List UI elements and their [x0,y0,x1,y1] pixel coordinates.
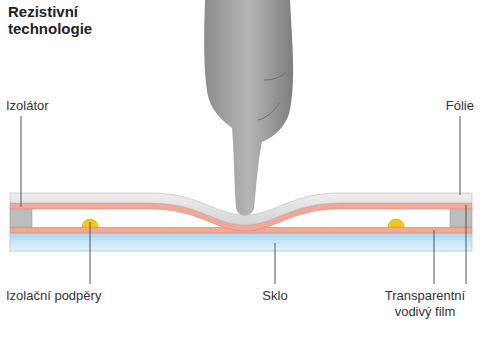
leader-line [275,243,276,284]
part-label: Transparentní vodivý film [376,288,474,320]
part-label: Izolační podpěry [6,288,101,304]
leader-line [466,205,467,284]
leader-line [460,116,461,195]
finger-crease [258,102,280,120]
insulating-spacer [388,219,404,227]
glass-layer [10,233,472,251]
leader-line [21,116,22,207]
part-label: Izolátor [6,98,49,114]
pointing-hand [204,0,293,216]
leader-line [434,230,435,284]
insulator-left [10,208,32,227]
leader-line [90,222,91,284]
part-label: Sklo [262,288,287,304]
finger-crease [264,72,286,80]
part-label: Fólie [446,98,474,114]
diagram-title: Rezistivní technologie [8,3,148,37]
insulator-right [450,208,472,227]
